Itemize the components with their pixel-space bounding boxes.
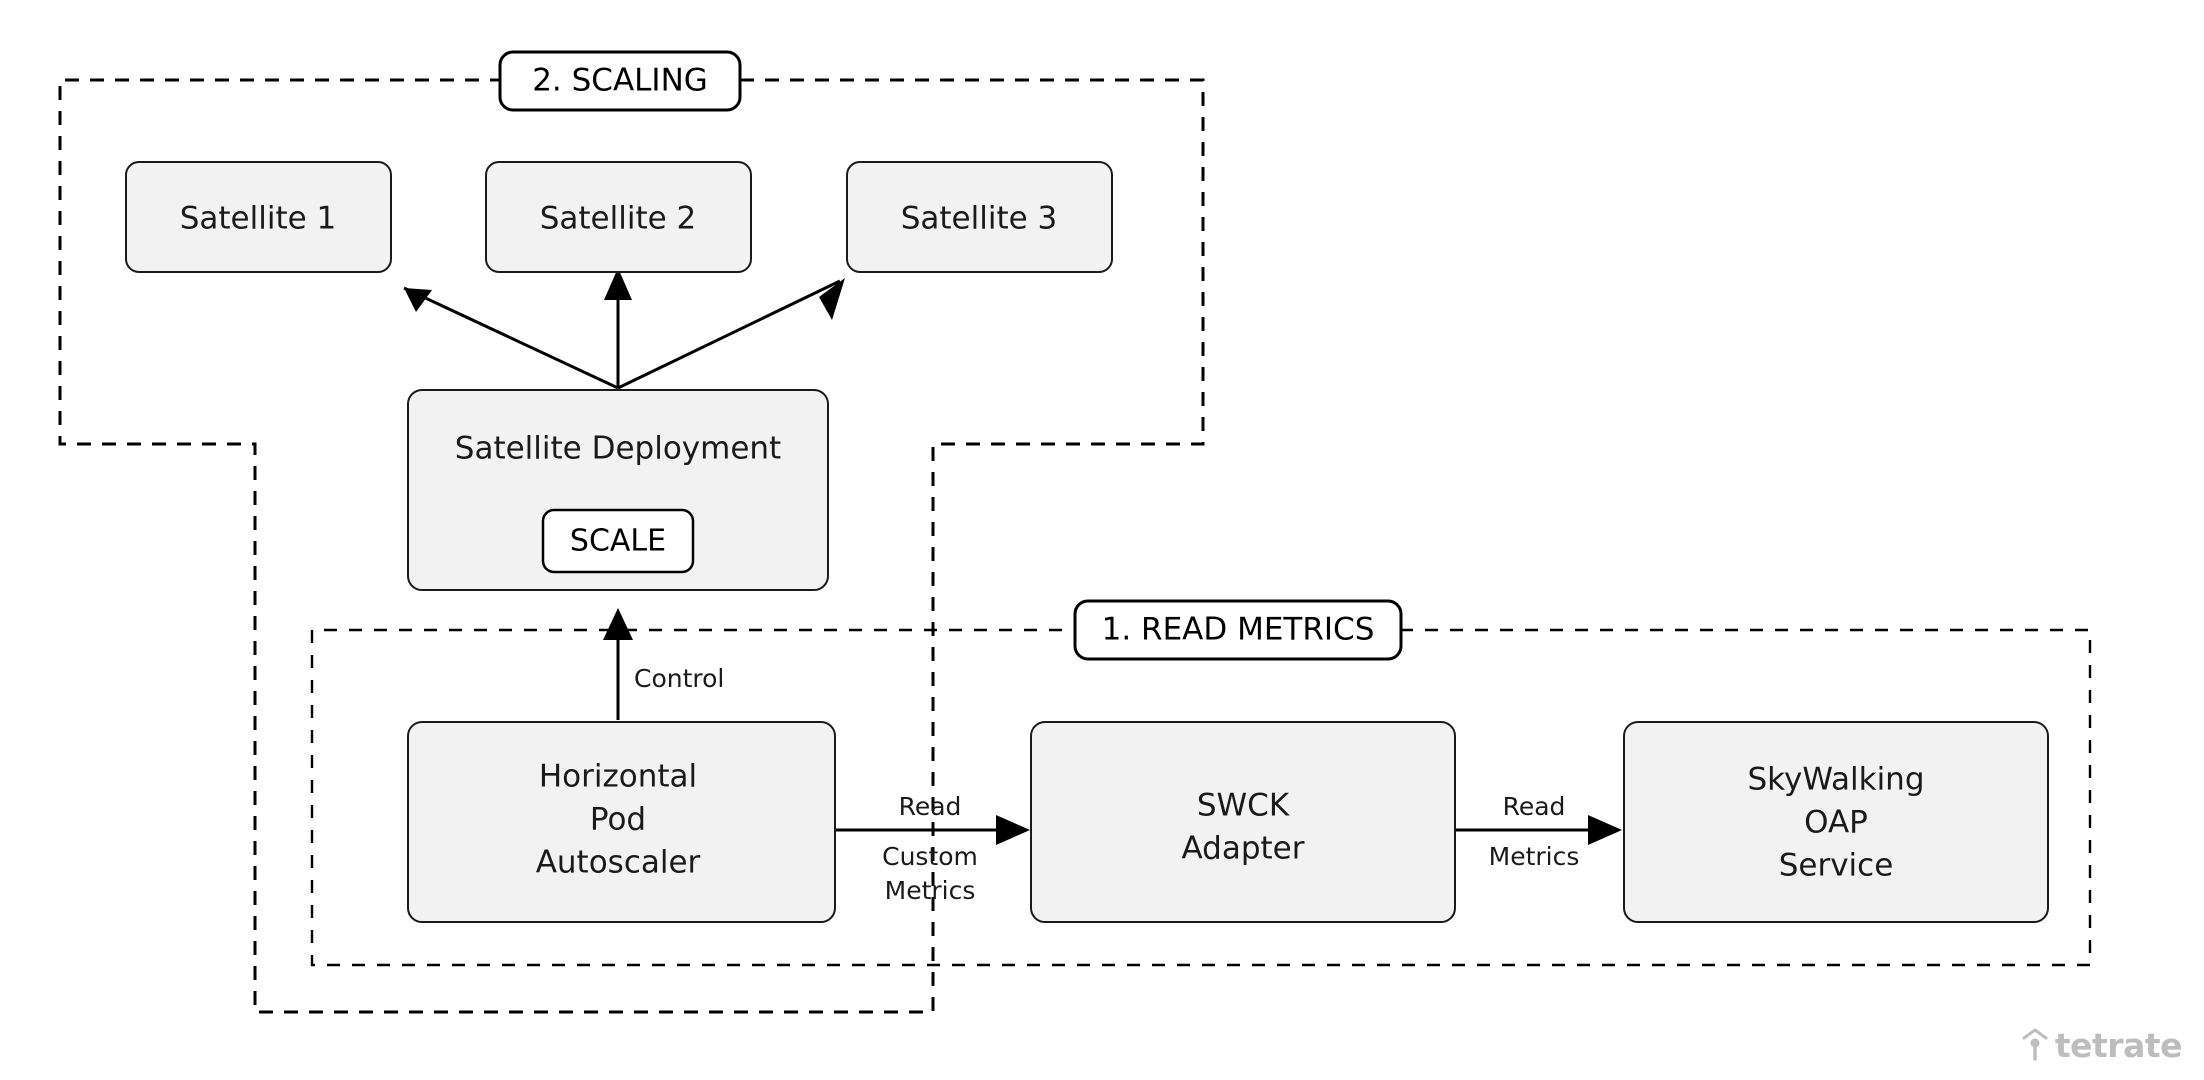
node-oap-service-label-line-2: OAP [1804, 805, 1868, 841]
node-satellite-3-label: Satellite 3 [901, 201, 1058, 237]
edge-label-read-custom-metrics-above: Read [899, 792, 962, 821]
edge-deployment-to-satellite-2 [604, 268, 632, 388]
edge-deployment-to-satellite-1 [403, 286, 619, 390]
edge-hpa-to-deployment-control [603, 608, 633, 720]
node-satellite-deployment[interactable]: Satellite Deployment SCALE [407, 389, 829, 591]
region-label-read-metrics-box [1073, 599, 1403, 661]
node-satellite-1-label: Satellite 1 [180, 201, 337, 237]
node-oap-service-label-line-3: Service [1779, 848, 1894, 884]
node-horizontal-pod-autoscaler[interactable]: Horizontal Pod Autoscaler [407, 721, 836, 923]
edge-label-read-metrics-above: Read [1503, 792, 1566, 821]
region-label-scaling-text: 2. SCALING [532, 63, 708, 99]
node-hpa-box [407, 721, 836, 923]
node-satellite-deployment-box [407, 389, 829, 591]
edge-hpa-to-swck-adapter [835, 815, 1030, 845]
node-swck-adapter-label-line-2: Adapter [1182, 831, 1305, 867]
node-satellite-3-box [846, 161, 1113, 273]
node-hpa-label-line-1: Horizontal [539, 759, 697, 795]
region-label-read-metrics-text: 1. READ METRICS [1102, 612, 1375, 648]
node-swck-adapter-label-line-1: SWCK [1197, 788, 1290, 824]
edge-label-read-custom-metrics-below-2: Metrics [885, 876, 976, 905]
node-swck-adapter[interactable]: SWCK Adapter [1030, 721, 1456, 923]
node-satellite-1-box [125, 161, 392, 273]
edge-label-read-metrics-below: Metrics [1489, 842, 1580, 871]
node-satellite-2[interactable]: Satellite 2 [485, 161, 752, 273]
node-swck-adapter-box [1030, 721, 1456, 923]
node-skywalking-oap-service[interactable]: SkyWalking OAP Service [1623, 721, 2049, 923]
edge-label-read-custom-metrics-below-1: Custom [882, 842, 978, 871]
node-satellite-3[interactable]: Satellite 3 [846, 161, 1113, 273]
region-boundary-scaling [58, 78, 1205, 1014]
node-oap-service-box [1623, 721, 2049, 923]
node-hpa-label-line-3: Autoscaler [536, 845, 701, 881]
region-boundary-read-metrics [310, 628, 2092, 967]
region-label-scaling-box [498, 50, 742, 112]
node-oap-service-label-line-1: SkyWalking [1747, 762, 1924, 798]
scale-badge-label: SCALE [570, 524, 666, 559]
region-label-read-metrics: 1. READ METRICS [1073, 599, 1403, 661]
region-label-scaling: 2. SCALING [498, 50, 742, 112]
node-satellite-deployment-label: Satellite Deployment [455, 431, 781, 467]
tetrate-logo-icon [2022, 1028, 2048, 1061]
edge-label-control: Control [634, 664, 724, 693]
edge-deployment-to-satellite-3 [617, 278, 845, 390]
node-satellite-2-box [485, 161, 752, 273]
node-satellite-2-label: Satellite 2 [540, 201, 697, 237]
edge-swck-adapter-to-oap [1455, 815, 1622, 845]
node-satellite-1[interactable]: Satellite 1 [125, 161, 392, 273]
brand-watermark: tetrate [2022, 1025, 2183, 1065]
node-hpa-label-line-2: Pod [590, 802, 646, 838]
scale-badge-box[interactable] [541, 508, 695, 574]
brand-name: tetrate [2054, 1025, 2183, 1065]
